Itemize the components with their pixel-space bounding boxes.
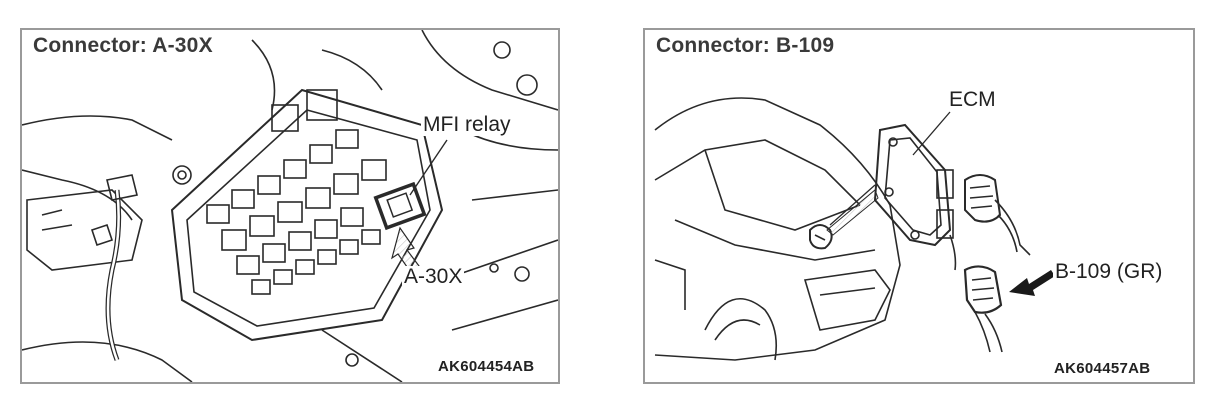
figure-code: AK604457AB — [1054, 360, 1151, 377]
mfi-relay-label: MFI relay — [421, 113, 513, 136]
engine-bay-drawing — [22, 30, 558, 382]
figure-code: AK604454AB — [438, 358, 535, 375]
connector-label: B-109 (GR) — [1053, 260, 1165, 283]
vehicle-ecm-drawing — [654, 97, 1055, 361]
panel-title: Connector: B-109 — [654, 34, 837, 58]
panel-title: Connector: A-30X — [31, 34, 215, 58]
connector-label: A-30X — [402, 265, 465, 288]
ecm-location-diagram-panel: Connector: B-109 ECM B-109 (GR) AK604457… — [643, 28, 1195, 384]
ecm-label: ECM — [947, 88, 998, 111]
engine-bay-diagram-panel: Connector: A-30X MFI relay A-30X AK60445… — [20, 28, 560, 384]
connector-pointer-arrow — [1009, 270, 1055, 296]
